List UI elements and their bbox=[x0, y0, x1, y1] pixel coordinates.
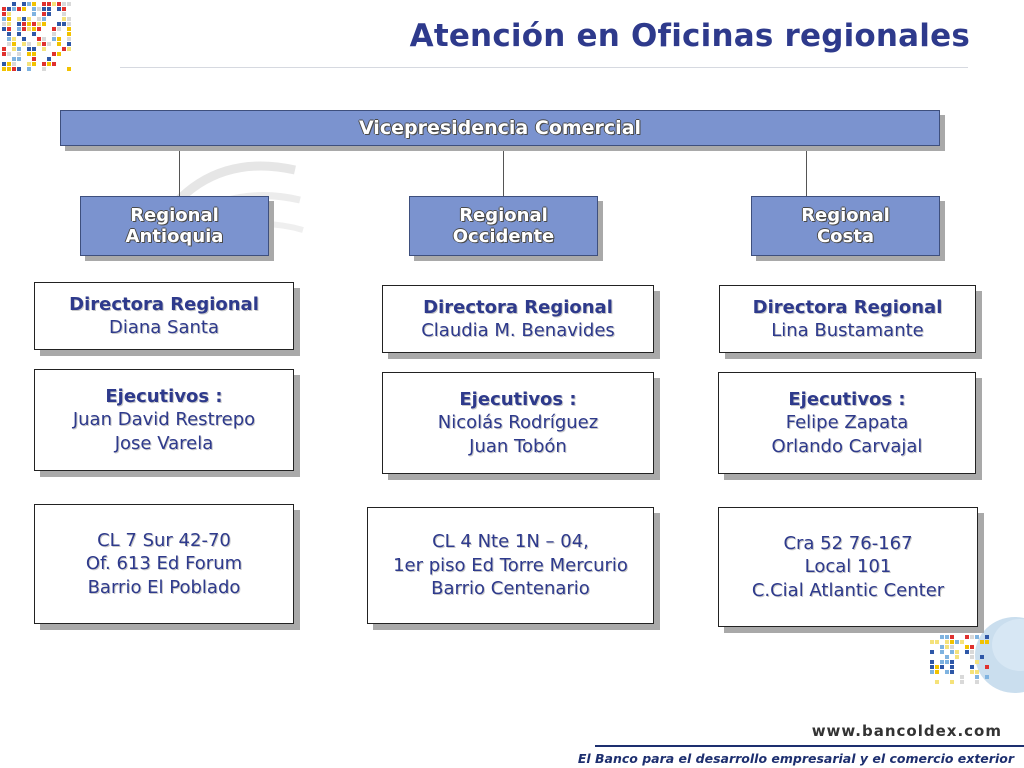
executive-name: Orlando Carvajal bbox=[771, 435, 923, 457]
globe-pixels-decoration bbox=[930, 617, 1024, 693]
page-title: Atención en Oficinas regionales bbox=[409, 18, 970, 54]
director-title: Directora Regional bbox=[752, 296, 943, 318]
director-title: Directora Regional bbox=[69, 293, 259, 315]
executive-name: Juan Tobón bbox=[469, 435, 567, 457]
regional-label-line1: Regional bbox=[801, 204, 890, 226]
director-name: Lina Bustamante bbox=[771, 320, 924, 341]
vicepresidencia-label: Vicepresidencia Comercial bbox=[358, 116, 642, 139]
director-box-costa: Directora Regional Lina Bustamante bbox=[719, 285, 976, 353]
website-url[interactable]: www.bancoldex.com bbox=[811, 722, 1002, 740]
address-line: Barrio El Poblado bbox=[87, 576, 241, 598]
footer-divider bbox=[595, 745, 1024, 747]
executive-name: Felipe Zapata bbox=[785, 412, 909, 434]
executives-box-antioquia: Ejecutivos : Juan David Restrepo Jose Va… bbox=[34, 369, 294, 471]
connector-line bbox=[179, 145, 180, 197]
regional-label-line1: Regional bbox=[130, 204, 219, 226]
executive-name: Nicolás Rodríguez bbox=[437, 412, 599, 434]
connector-line bbox=[503, 145, 504, 197]
director-title: Directora Regional bbox=[423, 296, 613, 318]
address-box-costa: Cra 52 76-167 Local 101 C.Cial Atlantic … bbox=[718, 507, 978, 627]
director-box-antioquia: Directora Regional Diana Santa bbox=[34, 282, 294, 350]
address-box-antioquia: CL 7 Sur 42-70 Of. 613 Ed Forum Barrio E… bbox=[34, 504, 294, 624]
logo-pixels-decoration bbox=[2, 2, 71, 71]
regional-antioquia-box: Regional Antioquia bbox=[80, 196, 269, 256]
address-box-occidente: CL 4 Nte 1N – 04, 1er piso Ed Torre Merc… bbox=[367, 507, 654, 624]
address-line: CL 4 Nte 1N – 04, bbox=[432, 531, 589, 553]
director-name: Claudia M. Benavides bbox=[421, 320, 615, 341]
executive-name: Juan David Restrepo bbox=[72, 409, 256, 431]
address-line: CL 7 Sur 42-70 bbox=[97, 529, 231, 551]
address-line: Of. 613 Ed Forum bbox=[85, 553, 243, 575]
address-line: Cra 52 76-167 bbox=[783, 532, 913, 554]
regional-costa-box: Regional Costa bbox=[751, 196, 940, 256]
vicepresidencia-box: Vicepresidencia Comercial bbox=[60, 110, 940, 146]
footer-slogan: El Banco para el desarrollo empresarial … bbox=[577, 751, 1014, 766]
regional-label-line1: Regional bbox=[459, 204, 548, 226]
regional-occidente-box: Regional Occidente bbox=[409, 196, 598, 256]
regional-label-line2: Antioquia bbox=[125, 226, 224, 247]
connector-line bbox=[806, 145, 807, 197]
regional-label-line2: Costa bbox=[816, 226, 875, 247]
address-line: Barrio Centenario bbox=[431, 578, 590, 600]
address-line: Local 101 bbox=[804, 556, 892, 578]
regional-label-line2: Occidente bbox=[452, 226, 555, 247]
director-name: Diana Santa bbox=[108, 317, 219, 338]
executives-box-occidente: Ejecutivos : Nicolás Rodríguez Juan Tobó… bbox=[382, 372, 654, 474]
executive-name: Jose Varela bbox=[114, 432, 214, 454]
executives-title: Ejecutivos : bbox=[459, 388, 577, 410]
executives-title: Ejecutivos : bbox=[788, 388, 906, 410]
address-line: 1er piso Ed Torre Mercurio bbox=[393, 554, 628, 576]
address-line: C.Cial Atlantic Center bbox=[751, 579, 945, 601]
director-box-occidente: Directora Regional Claudia M. Benavides bbox=[382, 285, 654, 353]
executives-box-costa: Ejecutivos : Felipe Zapata Orlando Carva… bbox=[718, 372, 976, 474]
executives-title: Ejecutivos : bbox=[105, 385, 223, 407]
title-divider bbox=[120, 67, 968, 68]
